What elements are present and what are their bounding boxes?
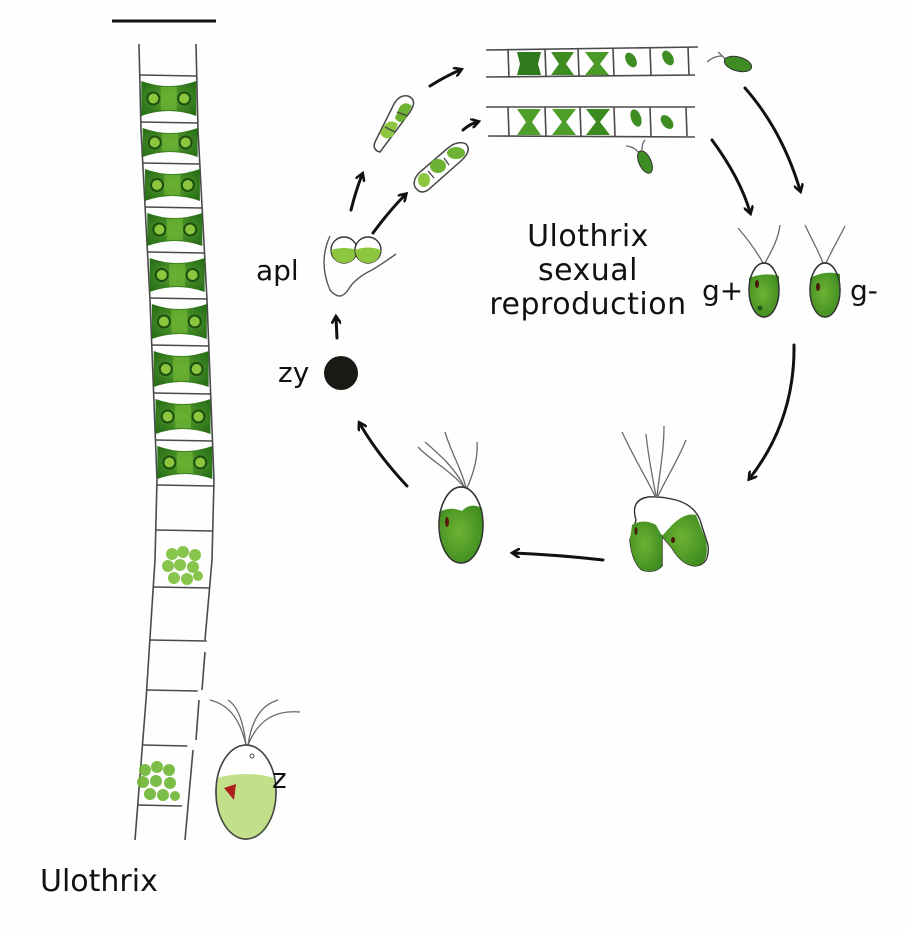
pyrenoid [158, 362, 173, 376]
cross-wall [147, 251, 205, 254]
vegetative-cell [151, 304, 207, 339]
pyrenoid [162, 455, 177, 470]
arrow-filament-to-gamete-plus [710, 138, 750, 212]
zoospore-label: z [272, 762, 287, 795]
arrow-germling-to-filament-2 [461, 122, 477, 132]
zygote-label: zy [278, 356, 310, 389]
quadriflagellate-zygote [417, 431, 484, 564]
title-line-2: sexual [537, 253, 639, 288]
pyrenoid [189, 362, 204, 376]
zoospore [209, 699, 301, 840]
zygote [324, 356, 358, 390]
arrow-to-zygote [360, 424, 409, 488]
cross-wall [149, 297, 207, 300]
cross-wall [142, 162, 200, 165]
eyespot-icon [224, 784, 236, 800]
vegetative-cell [153, 351, 209, 387]
gamete-minus-label: g- [850, 274, 878, 307]
cross-wall [142, 744, 188, 747]
cross-wall [145, 206, 203, 209]
zoosporangium-cell [137, 761, 180, 801]
filament-label: Ulothrix [40, 864, 158, 899]
cross-wall [146, 689, 198, 692]
cross-wall [139, 74, 197, 77]
cross-wall [140, 121, 198, 124]
fusing-gametes [621, 425, 709, 573]
pyrenoid [177, 91, 192, 106]
arrow-zygote-to-apl [336, 318, 337, 340]
pyrenoid [187, 314, 202, 329]
pyrenoid [178, 135, 193, 150]
pyrenoid [193, 455, 208, 470]
arrow-gametes-to-fusion [750, 343, 796, 478]
pyrenoid [183, 222, 198, 237]
vegetative-cell [155, 399, 211, 434]
pyrenoid [152, 222, 167, 237]
arrow-apl-to-germling-2 [371, 195, 405, 235]
pyrenoid [191, 409, 206, 424]
vegetative-cell [149, 258, 205, 292]
gamete-plus [737, 224, 781, 318]
pyrenoid [154, 268, 169, 282]
cross-wall [153, 392, 211, 395]
aplanospores [323, 235, 397, 297]
arrow-apl-to-germling-1 [349, 175, 362, 212]
vegetative-cell [147, 213, 203, 246]
filament-wall-left [134, 43, 158, 841]
title-line-1: Ulothrix [527, 219, 649, 254]
arrow-fusion-to-zygote [514, 553, 605, 562]
vegetative-cell [157, 446, 213, 479]
vegetative-cell [141, 81, 197, 116]
vegetative-cell [142, 128, 198, 157]
pyrenoid [160, 409, 175, 424]
germling-cells-lower [413, 141, 469, 193]
cross-wall [155, 439, 213, 442]
gamete-minus [804, 224, 846, 318]
gamete-plus-label: g+ [702, 274, 744, 307]
cross-wall [137, 804, 183, 807]
cross-wall [149, 639, 207, 642]
pyrenoid [156, 314, 171, 329]
germling-filament-1 [485, 46, 753, 78]
cross-wall [156, 484, 214, 487]
vegetative-cell [144, 169, 200, 201]
arrow-filament-to-gamete-minus [743, 86, 800, 190]
cross-wall [151, 344, 209, 347]
diagram-title: Ulothrix sexual reproduction [486, 220, 690, 322]
germling-filament-2 [486, 106, 696, 174]
pyrenoid [185, 268, 200, 282]
cross-wall [155, 529, 213, 532]
aplanospores-label: apl [256, 254, 299, 287]
pyrenoid [147, 135, 162, 150]
arrow-germling-to-filament-1 [428, 70, 460, 88]
pyrenoid [146, 91, 161, 106]
germling-cells-upper [373, 95, 415, 153]
title-line-3: reproduction [489, 287, 687, 322]
cross-wall [153, 586, 211, 589]
cycle-arrows [336, 70, 800, 562]
filament-wall-right [195, 43, 215, 641]
zoosporangium-cell [162, 546, 203, 585]
pyrenoid [150, 178, 165, 192]
pyrenoid [180, 178, 195, 192]
ulothrix-filament [134, 43, 215, 841]
